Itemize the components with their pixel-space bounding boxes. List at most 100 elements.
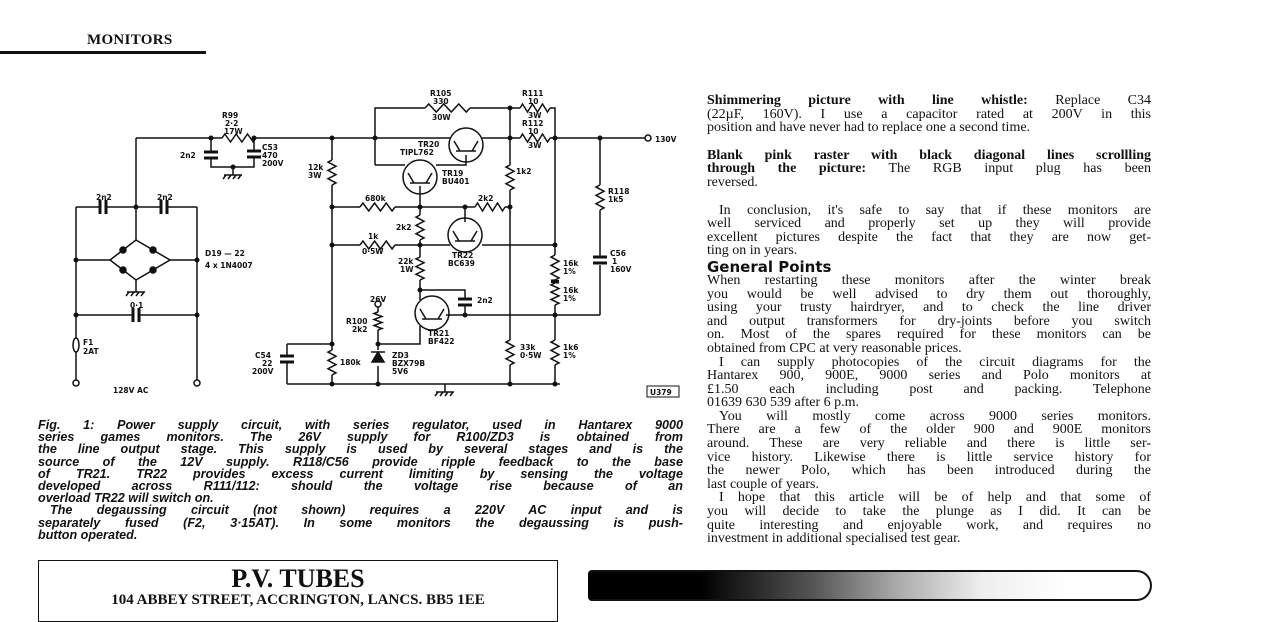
r111-value: 10 [528, 97, 538, 106]
text-line: separately fused (F2, 3·15AT). In some m… [38, 515, 683, 530]
c56-value: 1 [612, 257, 617, 266]
junction-dot [462, 204, 468, 210]
terminal-icon [644, 134, 652, 142]
fault-text: Replace C34 [1027, 93, 1152, 108]
tr19-label: TR19 [442, 169, 463, 178]
fault-shimmering: Shimmering picture with line whistle: Re… [707, 94, 1151, 135]
text-line: The degaussing circuit (not shown) requi… [50, 503, 683, 518]
diode-icon [119, 266, 127, 274]
r99-value: 2·2 [225, 119, 238, 128]
r111-rating: 3W [528, 111, 542, 120]
general-paragraph: You will mostly come across 9000 series … [707, 410, 1151, 492]
bridge-label: D19 — 22 [205, 249, 245, 258]
c-01-label: 0·1 [130, 301, 143, 310]
capacitor-2n2 [204, 150, 218, 160]
junction-dot [552, 242, 558, 248]
resistor-2k2 [414, 214, 426, 241]
resistor-12k [326, 159, 338, 186]
junction-dot [230, 164, 236, 170]
text-line: obtained from CPC at very reasonable pri… [707, 340, 962, 356]
ground-icon [222, 174, 242, 180]
general-paragraph: When restarting these monitors after the… [707, 274, 1151, 356]
c53-label: C53 [262, 143, 278, 152]
text-line: 01639 630 539 after 6 p.m. [707, 395, 860, 411]
r105-rating: 30W [432, 113, 451, 122]
article-column: Shimmering picture with line whistle: Re… [707, 94, 1151, 546]
r99-rating: 17W [224, 127, 243, 136]
junction-dot [417, 204, 423, 210]
article-line: position and have never had to replace o… [707, 120, 1031, 136]
fig-ref-box [646, 385, 680, 398]
c-2n2-label: 2n2 [180, 151, 196, 160]
junction-dot [251, 135, 257, 141]
general-paragraph: I can supply photocopies of the circuit … [707, 354, 1151, 411]
transistor-leads [453, 140, 479, 152]
ac-input-label: 128V AC [113, 386, 149, 395]
fuse-label: F1 [83, 338, 93, 347]
bridge-type: 4 x 1N4007 [205, 261, 253, 270]
capacitor-2n2 [458, 297, 472, 307]
junction-dot [73, 257, 79, 263]
r-1k-label: 1k [368, 232, 379, 241]
junction-dot [417, 242, 423, 248]
r-16k-a-tolerance: 1% [563, 267, 576, 276]
c-2n2-tr21-label: 2n2 [477, 296, 493, 305]
junction-dot [133, 204, 139, 210]
r-22k-rating: 1W [400, 265, 414, 274]
fuse-icon [72, 337, 80, 353]
article-line: Shimmering picture with line whistle: Re… [707, 94, 1151, 108]
r105-value: 330 [433, 97, 449, 106]
tr19-type: BU401 [442, 177, 469, 186]
capacitor-c53 [247, 149, 261, 159]
schematic-components [72, 102, 652, 397]
tr21-label: TR21 [428, 329, 449, 338]
decorative-gradient-bar [588, 570, 1152, 601]
resistor-r118 [594, 184, 606, 211]
resistor-r100 [371, 311, 385, 331]
text-line: I can supply photocopies of the circuit … [719, 354, 1151, 370]
fault-heading-text: through the picture: [707, 161, 867, 177]
tr22-type: BC639 [448, 259, 475, 268]
r-22k-label: 22k [398, 257, 414, 266]
transistor-icon [448, 127, 484, 163]
junction-dot [417, 287, 423, 293]
output-130v-label: 130V [655, 135, 677, 144]
r-16k-b-tolerance: 1% [563, 294, 576, 303]
capacitor-2n2 [98, 200, 108, 214]
text-line: and output transformers for dry-joints b… [707, 313, 1151, 329]
transistor-icon [447, 217, 483, 253]
c53-value: 470 [262, 151, 278, 160]
wire [436, 155, 467, 166]
text-line: Hantarex 900, 900E, 9000 series and Polo… [707, 368, 1151, 384]
junction-dot [73, 312, 79, 318]
resistor-1k [359, 239, 396, 251]
junction-dot [507, 105, 513, 111]
c54-label: C54 [255, 351, 271, 360]
section-header: MONITORS [87, 32, 173, 48]
resistor-r111 [519, 102, 551, 114]
capacitor-2n2 [159, 200, 169, 214]
junction-dot [507, 204, 513, 210]
r-2k2-top-label: 2k2 [478, 194, 493, 203]
r-1k6-tolerance: 1% [563, 351, 576, 360]
conclusion-paragraph: In conclusion, it's safe to say that if … [707, 203, 1151, 258]
text-line: excellent pictures despite the fact that… [707, 229, 1151, 245]
pv-tubes-advert: P.V. TUBES 104 ABBEY STREET, ACCRINGTON,… [38, 560, 558, 622]
r-180k-label: 180k [340, 358, 362, 367]
junction-dot [375, 381, 381, 387]
text-line: well serviced and properly set up they w… [707, 216, 1151, 232]
diode-icon [149, 246, 157, 254]
power-supply-schematic: R99 2·2 17W 2n2 C53 470 200V 2n2 2n2 D19… [72, 89, 680, 398]
r-12k-rating: 3W [308, 171, 322, 180]
terminal-icon [193, 379, 201, 387]
wire [374, 107, 425, 165]
r118-value: 1k5 [608, 195, 623, 204]
r118-label: R118 [608, 187, 629, 196]
r111-label: R111 [522, 89, 543, 98]
r-12k-label: 12k [308, 163, 324, 172]
diode-icon [149, 266, 157, 274]
article-line: (22µF, 160V). I use a capacitor rated at… [707, 106, 1151, 122]
text-line: When restarting these monitors after the… [707, 272, 1151, 288]
c54-value: 22 [262, 359, 272, 368]
r100-value: 2k2 [352, 325, 367, 334]
